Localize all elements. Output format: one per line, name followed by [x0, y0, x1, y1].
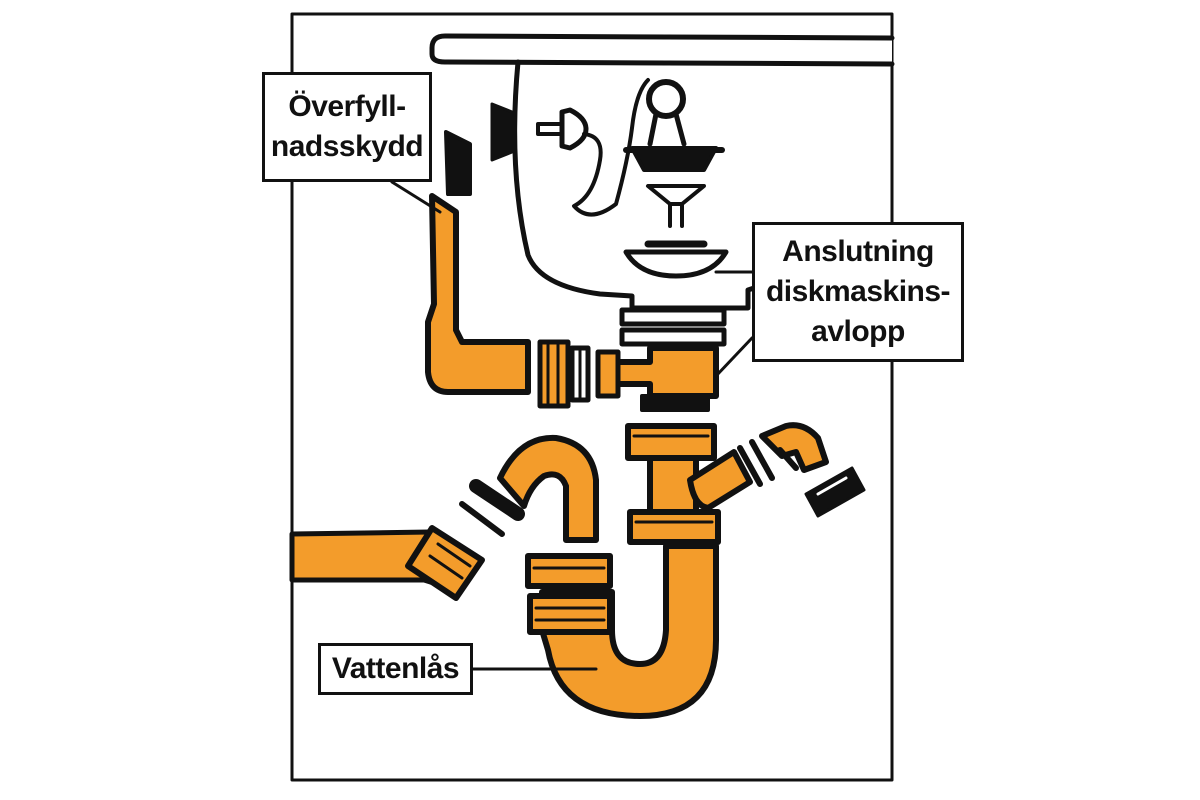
outlet-ring-upper: [619, 307, 727, 327]
dishwasher-cap: [804, 466, 866, 518]
overflow-label-line-2: nadsskydd: [270, 130, 424, 163]
water-trap-label: Vattenlås: [331, 652, 460, 685]
u-trap-coupling: [527, 593, 613, 635]
countertop: [429, 33, 895, 67]
trap-upper-ring: [469, 479, 525, 521]
callout-dishwasher-connection: Anslutning diskmaskins- avlopp: [752, 222, 964, 362]
dishwasher-branch: [687, 449, 753, 511]
overflow-plug-head: [559, 107, 589, 151]
dishwasher-branch-rings: [737, 439, 775, 487]
leader-overflow: [390, 180, 442, 214]
leader-dishwasher-bottom: [714, 336, 754, 378]
callout-overflow-protection: Överfyll- nadsskydd: [262, 72, 432, 182]
overflow-coupling-threads: [546, 342, 582, 406]
wall-drain-coupling: [405, 525, 485, 601]
dishwasher-cap-detail: [816, 476, 848, 496]
outlet-nut: [640, 394, 710, 412]
overflow-tube-cap: [444, 130, 472, 196]
callout-water-trap: Vattenlås: [318, 643, 473, 695]
trap-nut: [525, 553, 613, 589]
chain-ring: [646, 79, 686, 119]
outlet-ring-lower: [619, 327, 727, 347]
strainer-stem: [668, 202, 684, 228]
overflow-coupling: [537, 339, 571, 409]
strainer-hanger: [647, 111, 687, 147]
plug-chain: [572, 78, 650, 217]
strainer-cup: [623, 249, 729, 279]
u-trap-coupling-threads: [534, 606, 606, 622]
dishwasher-label-line-2: diskmaskins-: [765, 275, 951, 308]
trap-upper-ring-2: [459, 501, 505, 537]
overflow-label-line-1: Överfyll-: [288, 90, 406, 123]
dishwasher-label-line-1: Anslutning: [782, 235, 934, 268]
outlet-collar: [595, 349, 621, 399]
overflow-cover-plate: [490, 102, 514, 162]
sink-basin: [512, 59, 763, 311]
tailpiece-lower-coupling: [627, 509, 721, 545]
dishwasher-elbow-ring: [777, 447, 799, 471]
overflow-tube: [425, 193, 531, 395]
dishwasher-label-line-3: avlopp: [811, 315, 905, 348]
wall-drain-coupling-threads: [428, 542, 472, 580]
u-trap: [539, 543, 719, 719]
strainer-funnel: [646, 184, 706, 206]
dishwasher-elbow: [759, 422, 829, 473]
tailpiece-coupling: [625, 423, 717, 461]
trap-upper-bend: [497, 434, 599, 543]
cabinet-frame: [290, 12, 894, 782]
